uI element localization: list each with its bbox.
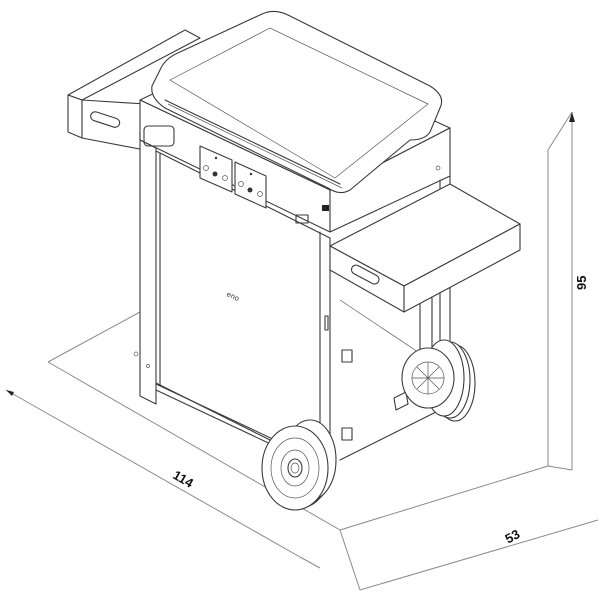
knob-icon <box>222 175 228 181</box>
dimension-label-height: 95 <box>574 276 589 290</box>
knob-icon <box>203 165 209 171</box>
wheel-rear <box>401 339 476 422</box>
knob-icon <box>257 191 263 197</box>
bracket <box>341 427 353 441</box>
handle-slot-left <box>90 111 121 128</box>
griddle-plate <box>151 10 443 194</box>
side-shelf-left <box>67 29 201 151</box>
arrowhead-icon <box>6 390 14 396</box>
arrowhead-icon <box>569 112 575 122</box>
dimension-depth: 53 <box>339 519 599 591</box>
bracket <box>341 349 353 363</box>
warning-label-icon <box>322 205 329 211</box>
knob-icon <box>238 181 244 187</box>
side-mark <box>324 315 329 331</box>
side-shelf-right <box>329 183 521 393</box>
dimension-label-length: 114 <box>170 467 196 491</box>
ignition-button-icon <box>212 171 218 177</box>
wheel-hub <box>287 458 303 478</box>
dimension-height: 95 <box>547 111 589 471</box>
gas-connector <box>295 214 309 224</box>
bolt <box>435 165 441 171</box>
bolt <box>146 364 150 368</box>
ignition-button-icon <box>247 187 253 193</box>
wheel-front <box>261 419 337 511</box>
bolt <box>133 351 139 357</box>
control-panel-right <box>234 161 267 209</box>
cabinet-handle <box>143 125 175 147</box>
dimension-label-depth: 53 <box>503 526 523 546</box>
bracket <box>393 391 409 411</box>
control-panel-left <box>199 145 233 193</box>
handle-slot-right <box>350 264 380 285</box>
